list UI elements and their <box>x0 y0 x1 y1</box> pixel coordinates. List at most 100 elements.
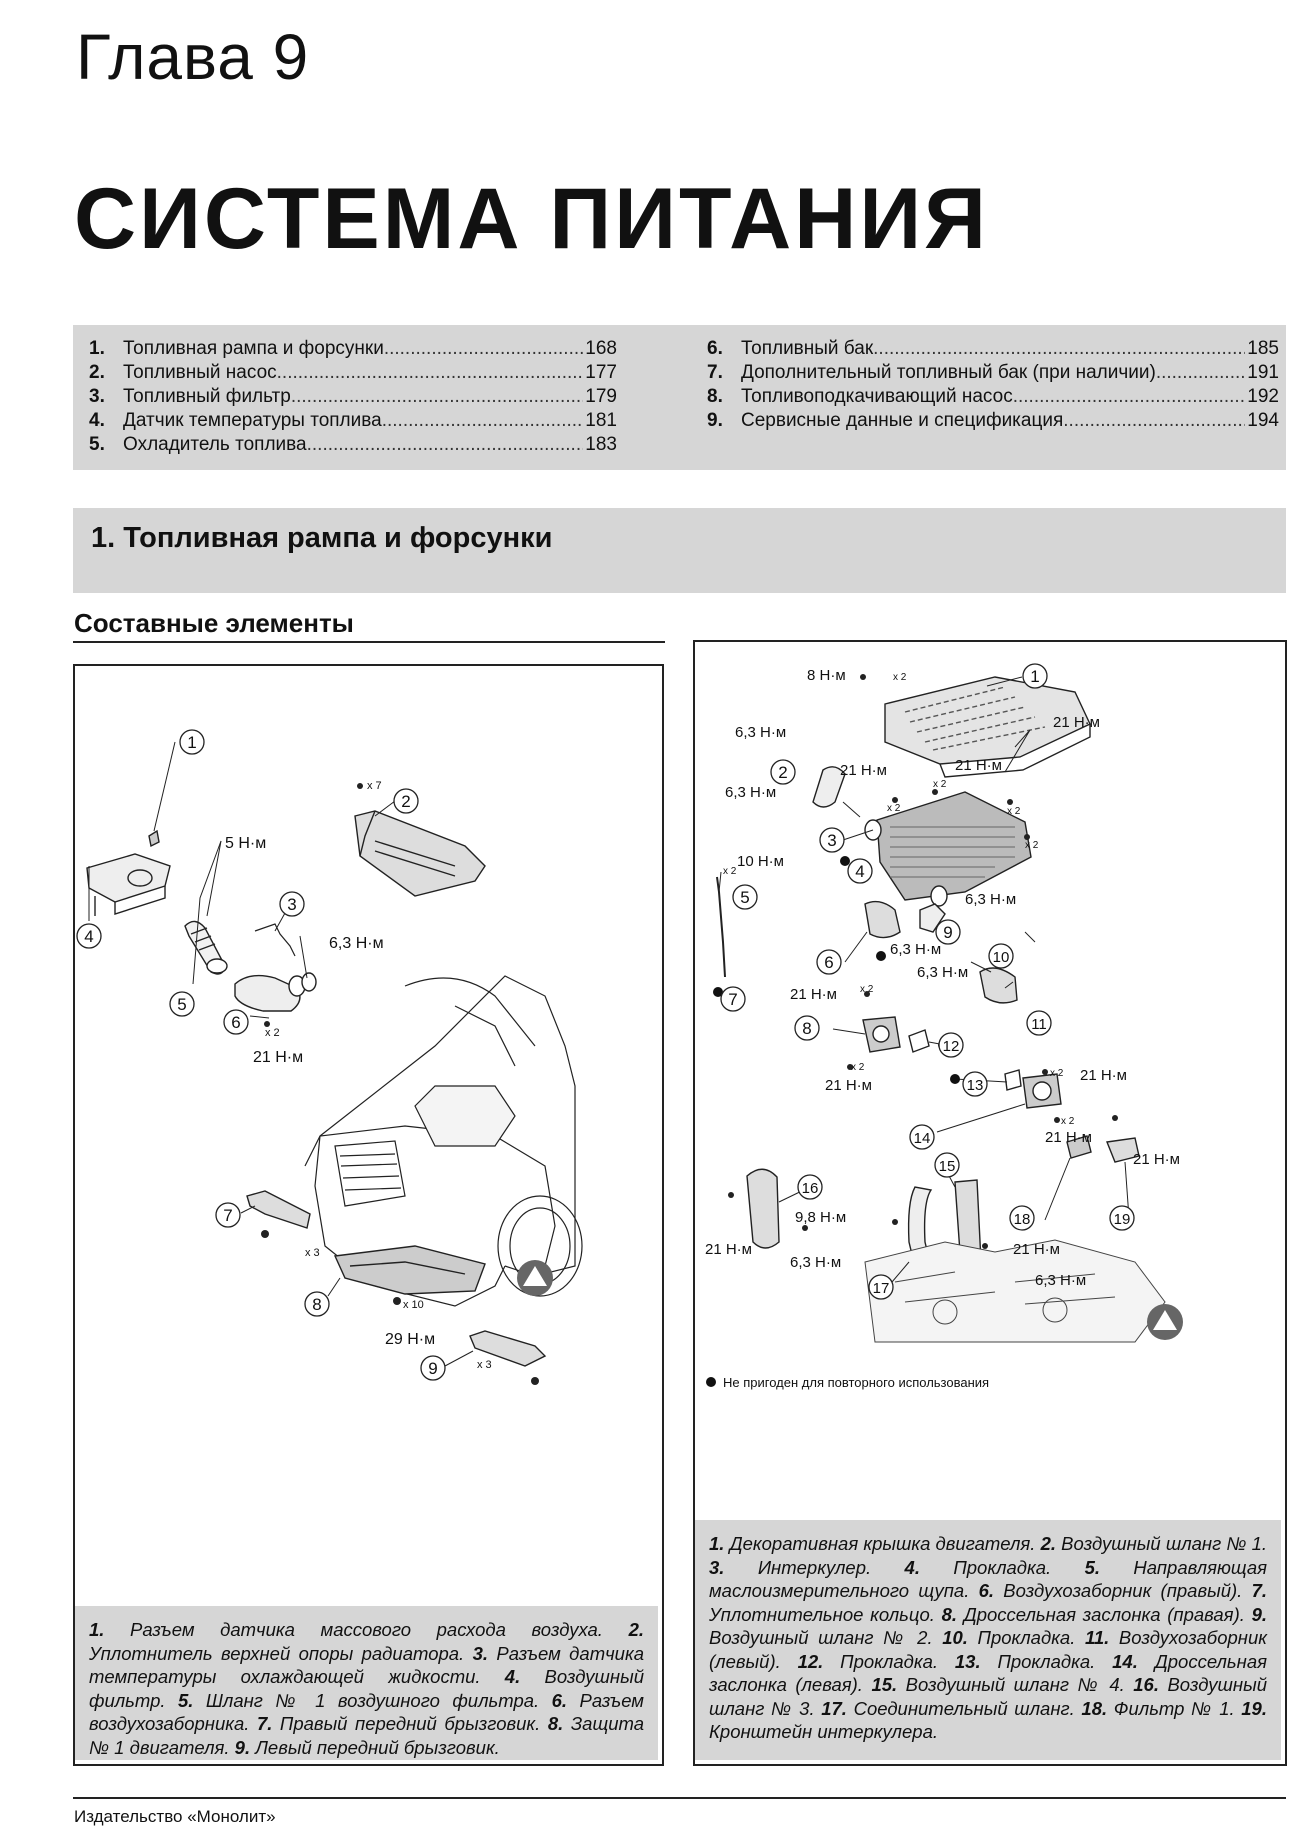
toc-entry[interactable]: 8.Топливоподкачивающий насос192 <box>707 385 1279 409</box>
toc-entry-title: Топливная рампа и форсунки <box>123 338 384 359</box>
callout-number: 3 <box>827 831 836 850</box>
callout-3: 3 <box>279 891 305 917</box>
callout-2: 2 <box>393 788 419 814</box>
toc-entry[interactable]: 4.Датчик температуры топлива181 <box>89 409 617 433</box>
toc-entry[interactable]: 5.Охладитель топлива183 <box>89 433 617 457</box>
torque-label: 9,8 Н·м <box>795 1209 846 1226</box>
torque-label: 6,3 Н·м <box>890 941 941 958</box>
caption-item-number: 16. <box>1133 1674 1159 1695</box>
caption-item-text: Прокладка. <box>823 1650 955 1672</box>
callout-number: 3 <box>287 895 296 914</box>
toc-entry-title: Датчик температуры топлива <box>123 410 382 431</box>
count-label: x 7 <box>367 780 382 792</box>
torque-label: 21 Н·м <box>1080 1067 1127 1084</box>
toc-entry[interactable]: 1.Топливная рампа и форсунки168 <box>89 337 617 361</box>
caption-item-text: Дроссельная заслонка (левая). <box>709 1650 1268 1696</box>
toc-leader-dots <box>384 337 583 361</box>
callout-number: 7 <box>223 1206 232 1225</box>
caption-item-number: 6. <box>978 1580 995 1601</box>
toc-entry[interactable]: 7.Дополнительный топливный бак (при нали… <box>707 361 1279 385</box>
torque-label: 21 Н·м <box>253 1049 303 1066</box>
count-label: x 10 <box>403 1299 424 1311</box>
caption-item-number: 18. <box>1081 1697 1108 1719</box>
callout-number: 5 <box>177 995 186 1014</box>
caption-item-text: Фильтр № 1. <box>1107 1697 1242 1719</box>
caption-item-text: Прокладка. <box>967 1627 1085 1648</box>
caption-item-text: Уплотнитель верхней опоры радиатора. <box>89 1642 473 1664</box>
callout-number: 6 <box>231 1013 240 1032</box>
callout-number: 11 <box>1031 1016 1047 1033</box>
callout-number: 1 <box>1030 667 1039 686</box>
toc-leader-dots <box>307 433 584 457</box>
caption-item-number: 19. <box>1241 1697 1267 1719</box>
callout-1: 1 <box>179 729 205 755</box>
torque-label: 21 Н·м <box>955 757 1002 774</box>
torque-label: 21 Н·м <box>705 1241 752 1258</box>
toc-entry-number: 4. <box>89 410 105 431</box>
splash-guard-7-drawing <box>246 1190 311 1229</box>
callout-number: 14 <box>914 1130 931 1147</box>
torque-label: 29 Н·м <box>385 1331 435 1348</box>
toc-leader-dots <box>1063 409 1245 433</box>
caption-item-text: Интеркулер. <box>724 1556 905 1578</box>
caption-item-text: Воздушный фильтр. <box>89 1666 644 1711</box>
toc-leader-dots <box>277 361 584 385</box>
air-hose-1-drawing <box>812 766 846 808</box>
caption-item-number: 14. <box>1112 1650 1138 1672</box>
callout-8: 8 <box>794 1015 820 1041</box>
intake-left-drawing <box>979 967 1018 1004</box>
torque-label: 6,3 Н·м <box>1035 1272 1086 1289</box>
radiator-seal-drawing <box>354 810 486 897</box>
caption-item-number: 5. <box>177 1689 194 1711</box>
caption-item-text: Защита № 1 двигателя. <box>89 1713 644 1758</box>
caption-item-number: 17. <box>821 1697 847 1719</box>
toc-entry-number: 2. <box>89 362 105 383</box>
caption-item-text: Правый передний брызговик. <box>272 1713 548 1734</box>
publisher-logo <box>517 1260 553 1296</box>
caption-item-number: 1. <box>89 1619 105 1640</box>
callout-number: 4 <box>855 862 864 881</box>
toc-entry-number: 7. <box>707 362 723 383</box>
callout-2: 2 <box>770 759 796 785</box>
right-figure-caption: 1. Декоративная крышка двигателя. 2. Воз… <box>695 1520 1281 1760</box>
callout-5: 5 <box>732 884 758 910</box>
callout-number: 19 <box>1114 1211 1131 1228</box>
callout-number: 12 <box>943 1038 960 1055</box>
chapter-title: СИСТЕМА ПИТАНИЯ <box>74 171 989 267</box>
callout-4: 4 <box>847 858 873 884</box>
caption-item-number: 11. <box>1084 1627 1110 1648</box>
toc-entry-page: 194 <box>1247 410 1279 431</box>
toc-entry-page: 183 <box>585 434 617 455</box>
intake-connector-drawing <box>234 972 317 1012</box>
air-hose-3-drawing <box>746 1168 780 1249</box>
dipstick-guide-drawing <box>716 876 726 978</box>
callout-17: 17 <box>868 1274 894 1300</box>
toc-entry-number: 5. <box>89 434 105 455</box>
callout-7: 7 <box>720 986 746 1012</box>
toc-entry[interactable]: 9.Сервисные данные и спецификация194 <box>707 409 1279 433</box>
toc-entry-title: Сервисные данные и спецификация <box>741 410 1064 431</box>
toc-entry-number: 1. <box>89 338 105 359</box>
callout-16: 16 <box>797 1174 823 1200</box>
toc-entry-number: 3. <box>89 386 105 407</box>
caption-item-number: 7. <box>1251 1580 1267 1601</box>
callout-3: 3 <box>819 827 845 853</box>
caption-item-text: Левый передний брызговик. <box>250 1736 500 1758</box>
callout-number: 9 <box>428 1359 437 1378</box>
torque-label: 21 Н·м <box>825 1077 872 1094</box>
callout-number: 7 <box>728 990 737 1009</box>
toc-entry[interactable]: 3.Топливный фильтр179 <box>89 385 617 409</box>
toc-entry[interactable]: 6.Топливный бак185 <box>707 337 1279 361</box>
callout-15: 15 <box>934 1152 960 1178</box>
callout-6: 6 <box>223 1009 249 1035</box>
toc-entry[interactable]: 2.Топливный насос177 <box>89 361 617 385</box>
caption-item-text: Уплотнительное кольцо. <box>709 1603 942 1625</box>
count-label: x 3 <box>477 1359 492 1371</box>
toc-leader-dots <box>1156 361 1245 385</box>
publisher-footer: Издательство «Монолит» <box>74 1807 276 1826</box>
caption-item-number: 2. <box>628 1619 644 1640</box>
caption-item-text: Прокладка. <box>980 1650 1113 1672</box>
